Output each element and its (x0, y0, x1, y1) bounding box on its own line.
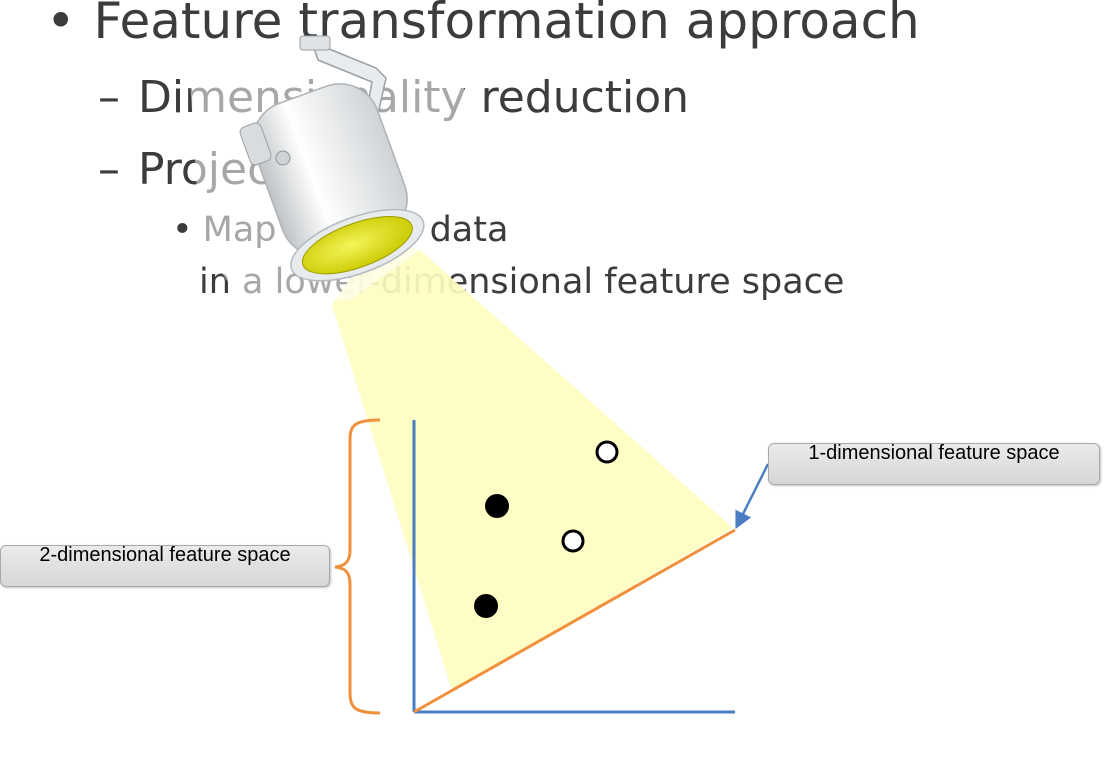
bullet-glyph: • (46, 0, 76, 50)
spotlight-icon (239, 35, 425, 282)
data-point-filled (485, 494, 509, 518)
bullet-glyph: • (172, 210, 193, 250)
data-point-filled (474, 594, 498, 618)
callout-arrow (735, 463, 770, 530)
callout-2d-text: 2-dimensional feature space (39, 544, 291, 566)
callout-1d-feature-space: 1-dimensional feature space (768, 442, 1100, 485)
brace (334, 418, 381, 715)
callout-2d-feature-space: 2-dimensional feature space (0, 544, 330, 587)
bullet-feature-transformation: • Feature transformation approach (46, 0, 920, 50)
dash-glyph: – (98, 144, 120, 195)
bullet-text: Feature transformation approach (93, 0, 920, 50)
callout-1d-text: 1-dimensional feature space (808, 442, 1060, 464)
data-points (474, 440, 619, 618)
light-beam (332, 238, 733, 690)
data-point-hollow (561, 529, 585, 553)
dash-glyph: – (98, 72, 120, 123)
projection-line (413, 528, 736, 714)
data-point-hollow (595, 440, 619, 464)
